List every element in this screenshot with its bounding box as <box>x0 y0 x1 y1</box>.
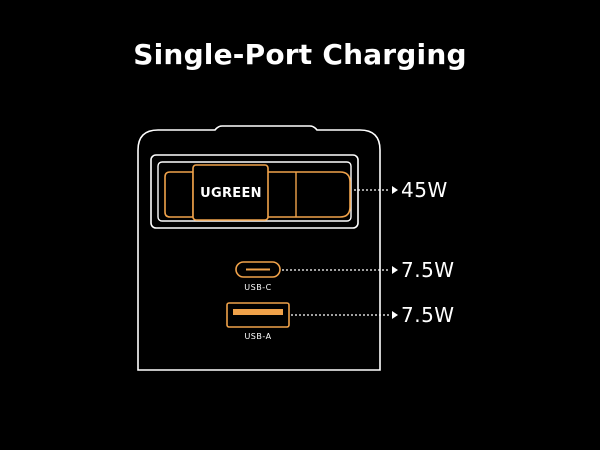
usb-a-port <box>226 302 290 328</box>
watt-label-usb-c: 7.5W <box>401 258 455 282</box>
leader-arrow-usb-c <box>392 266 398 274</box>
leader-arrow-top <box>392 186 398 194</box>
page-title: Single-Port Charging <box>133 38 467 71</box>
plug-body <box>164 171 351 218</box>
plug-brand-panel <box>192 164 269 221</box>
watt-label-usb-a: 7.5W <box>401 303 455 327</box>
slot-inner-frame <box>157 161 352 222</box>
leader-arrow-usb-a <box>392 311 398 319</box>
brand-logo: UGREEN <box>200 186 262 201</box>
charger-body-outline <box>137 125 381 371</box>
usb-c-label: USB-C <box>244 283 271 292</box>
slot-outer-frame <box>150 154 359 229</box>
usb-a-tongue <box>233 309 283 315</box>
usb-a-label: USB-A <box>244 332 271 341</box>
watt-label-top-port: 45W <box>401 178 448 202</box>
usb-c-port <box>235 261 281 278</box>
